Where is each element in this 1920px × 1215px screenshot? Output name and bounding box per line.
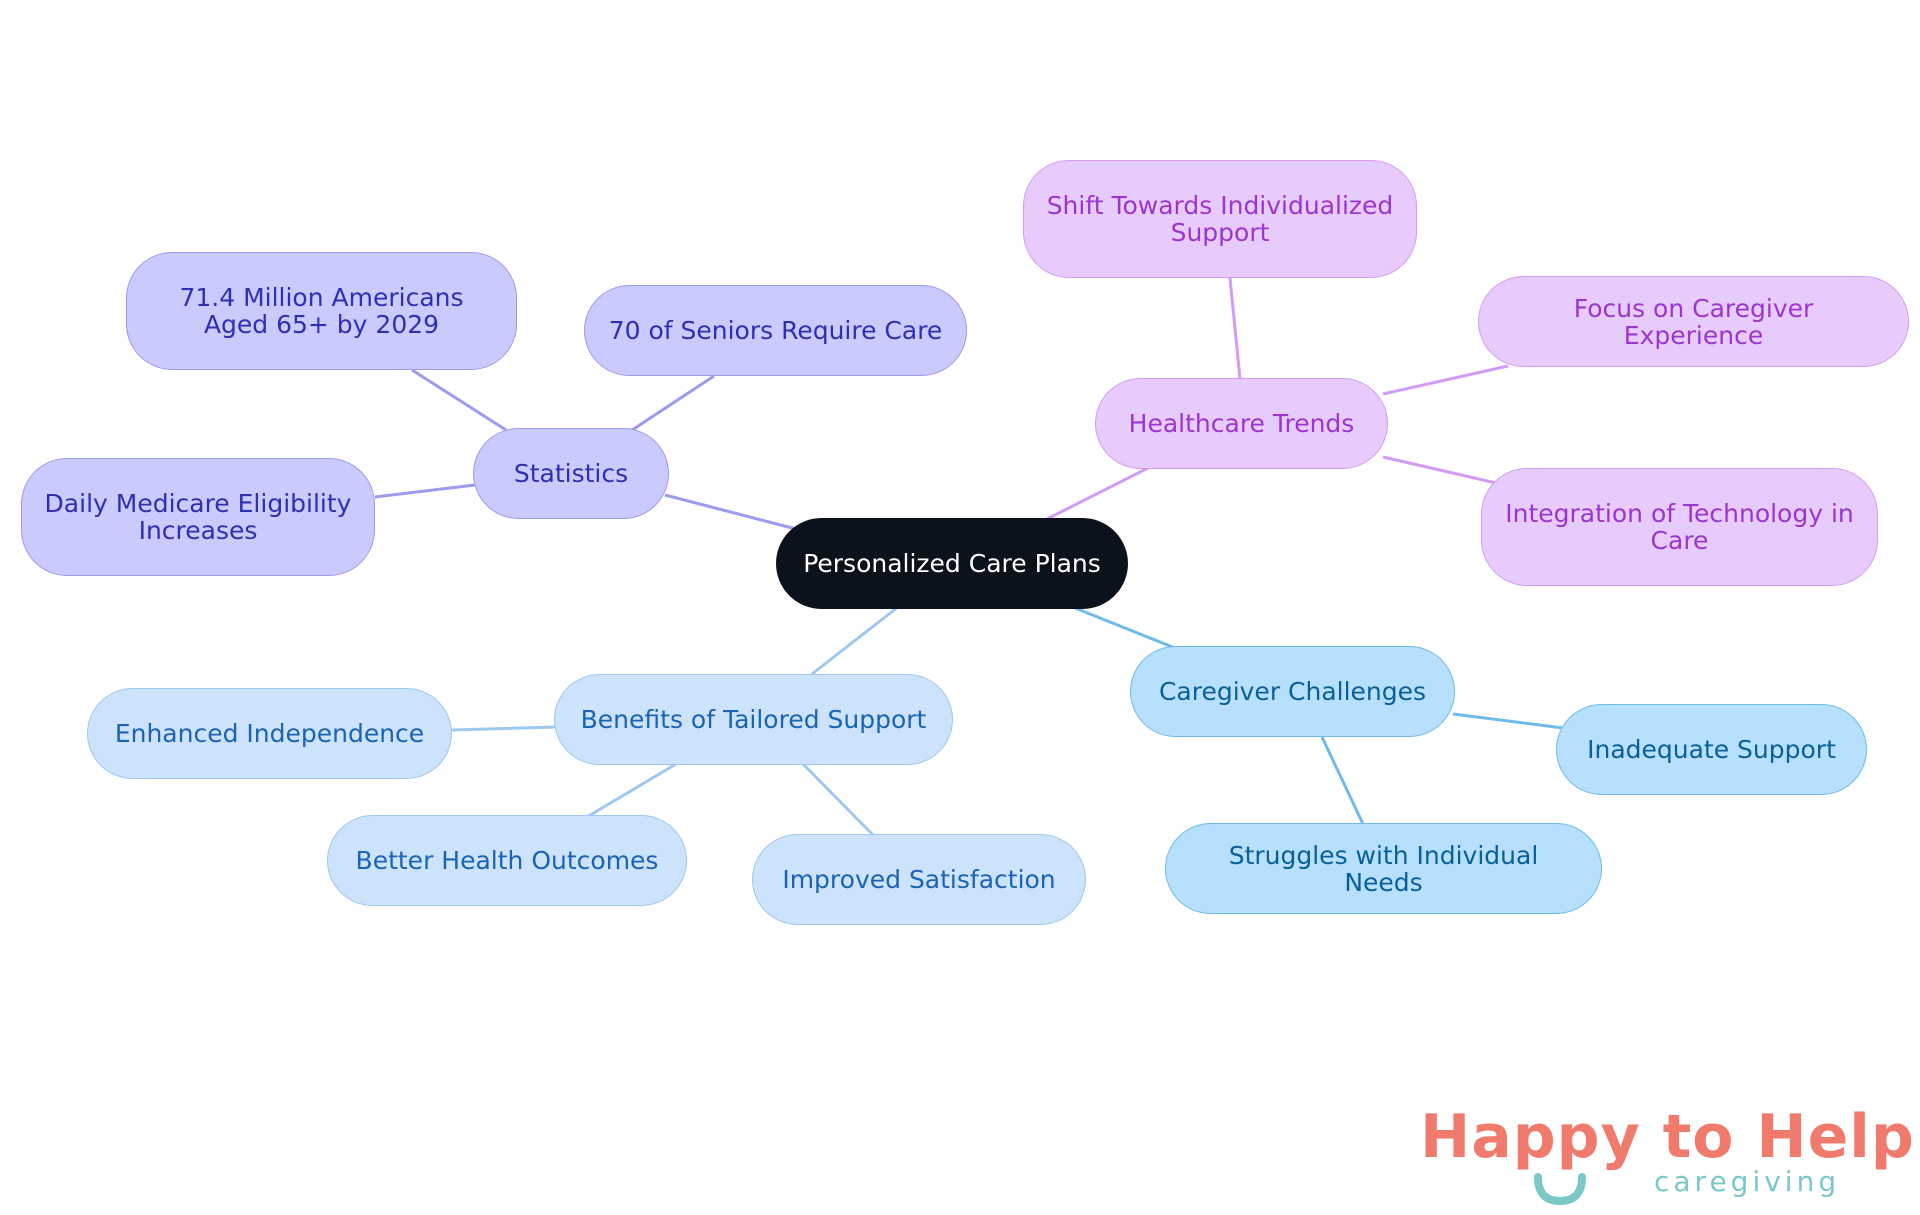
link-root-tailored-support [811,605,899,676]
leaf-enhanced-independence: Enhanced Independence [87,688,452,779]
link-root-caregiver-challenges [1074,606,1176,650]
branch-statistics: Statistics [473,428,669,519]
branch-caregiver-challenges: Caregiver Challenges [1130,646,1455,737]
link-statistics-seniors [631,374,715,432]
link-trends-experience [1382,364,1509,396]
branch-tailored-support: Benefits of Tailored Support [554,674,953,765]
logo-subtitle: caregiving [1654,1165,1841,1198]
leaf-better-health-outcomes: Better Health Outcomes [327,815,687,906]
link-challenges-individual-needs [1320,736,1365,825]
leaf-technology-in-care: Integration of Technology in Care [1481,468,1878,586]
leaf-improved-satisfaction: Improved Satisfaction [752,834,1086,925]
link-trends-individualized [1228,277,1242,380]
link-trends-technology [1382,455,1497,485]
leaf-individual-needs: Struggles with Individual Needs [1165,823,1602,914]
link-benefits-independence [451,725,557,732]
link-root-statistics [664,493,801,532]
link-challenges-inadequate [1452,712,1564,730]
leaf-inadequate-support: Inadequate Support [1556,704,1867,795]
link-benefits-health [586,762,677,819]
branch-healthcare-trends: Healthcare Trends [1095,378,1388,469]
leaf-americans-aged-65: 71.4 Million Americans Aged 65+ by 2029 [126,252,517,370]
leaf-seniors-require-care: 70 of Seniors Require Care [584,285,967,376]
link-root-healthcare-trends [1044,465,1151,522]
link-statistics-americans [411,368,507,432]
root-node: Personalized Care Plans [776,518,1128,609]
link-statistics-medicare [374,483,476,499]
happy-to-help-logo: Happy to Help caregiving [1420,1105,1914,1206]
leaf-individualized-support: Shift Towards Individualized Support [1023,160,1417,278]
link-benefits-satisfaction [801,762,876,838]
smile-icon [1534,1173,1586,1206]
logo-title: Happy to Help [1420,1102,1915,1172]
leaf-medicare-eligibility: Daily Medicare Eligibility Increases [21,458,375,576]
leaf-caregiver-experience: Focus on Caregiver Experience [1478,276,1909,367]
